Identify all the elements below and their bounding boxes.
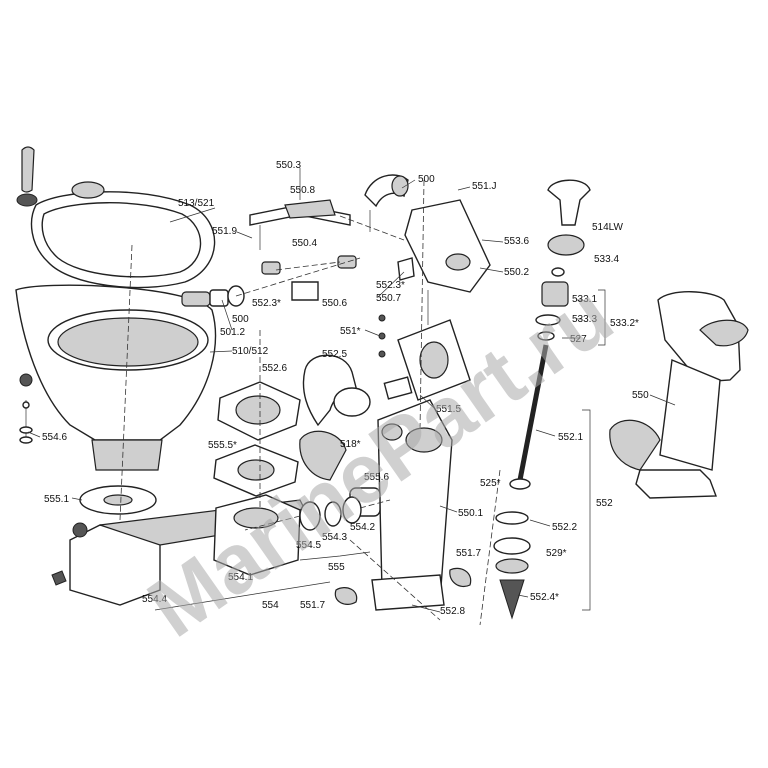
label-551-j: 551.J xyxy=(472,181,496,192)
label-554-6: 554.6 xyxy=(42,432,67,443)
label-550: 550 xyxy=(632,390,649,401)
label-550-4: 550.4 xyxy=(292,238,317,249)
label-550-3: 550.3 xyxy=(276,160,301,171)
label-555-1: 555.1 xyxy=(44,494,69,505)
label-533-4: 533.4 xyxy=(594,254,619,265)
label-554-2: 554.2 xyxy=(350,522,375,533)
label-554-1: 554.1 xyxy=(228,572,253,583)
part-labels: 550.3 500 551.J 550.8 513/521 551.9 514L… xyxy=(42,160,649,617)
label-551-9: 551.9 xyxy=(212,226,237,237)
label-552-5: 552.5 xyxy=(322,349,347,360)
label-552-4: 552.4* xyxy=(530,592,559,603)
label-552-8: 552.8 xyxy=(440,606,465,617)
label-554: 554 xyxy=(262,600,279,611)
label-551-5: 551.5 xyxy=(436,404,461,415)
label-554-3: 554.3 xyxy=(322,532,347,543)
pump-handle xyxy=(547,179,591,226)
leader-lines xyxy=(27,168,676,626)
label-550-7: 550.7 xyxy=(376,293,401,304)
label-552-1: 552.1 xyxy=(558,432,583,443)
label-552-2: 552.2 xyxy=(552,522,577,533)
piston-rod xyxy=(517,344,549,481)
label-552: 552 xyxy=(596,498,613,509)
label-550-2: 550.2 xyxy=(504,267,529,278)
label-553-6: 553.6 xyxy=(504,236,529,247)
toilet-bowl-assembly xyxy=(15,146,311,606)
piston-rod-assembly xyxy=(493,179,591,620)
label-551-star: 551* xyxy=(340,326,361,337)
label-533-2: 533.2* xyxy=(610,318,639,329)
label-550-1: 550.1 xyxy=(458,508,483,519)
pump-assembly xyxy=(213,174,491,611)
complete-pump xyxy=(609,291,749,499)
label-518: 518* xyxy=(340,439,361,450)
label-525: 525* xyxy=(480,478,501,489)
pump-cover xyxy=(404,199,491,293)
label-554-5: 554.5 xyxy=(296,540,321,551)
label-551-7-left: 551.7 xyxy=(300,600,325,611)
label-529: 529* xyxy=(546,548,567,559)
label-551-7-right: 551.7 xyxy=(456,548,481,559)
label-554-4: 554.4 xyxy=(142,594,167,605)
label-533-1: 533.1 xyxy=(572,294,597,305)
label-500-left: 500 xyxy=(232,314,249,325)
label-500-top: 500 xyxy=(418,174,435,185)
label-527: 527 xyxy=(570,334,587,345)
label-501-2: 501.2 xyxy=(220,327,245,338)
label-555-6: 555.6 xyxy=(364,472,389,483)
label-514lw: 514LW xyxy=(592,222,624,233)
label-552-3-right: 552.3* xyxy=(376,280,405,291)
label-550-6: 550.6 xyxy=(322,298,347,309)
label-555: 555 xyxy=(328,562,345,573)
label-552-3-left: 552.3* xyxy=(252,298,281,309)
label-555-5: 555.5* xyxy=(208,440,237,451)
label-550-8: 550.8 xyxy=(290,185,315,196)
label-533-3: 533.3 xyxy=(572,314,597,325)
label-552-6: 552.6 xyxy=(262,363,287,374)
label-513-521: 513/521 xyxy=(178,198,215,209)
label-510-512: 510/512 xyxy=(232,346,269,357)
